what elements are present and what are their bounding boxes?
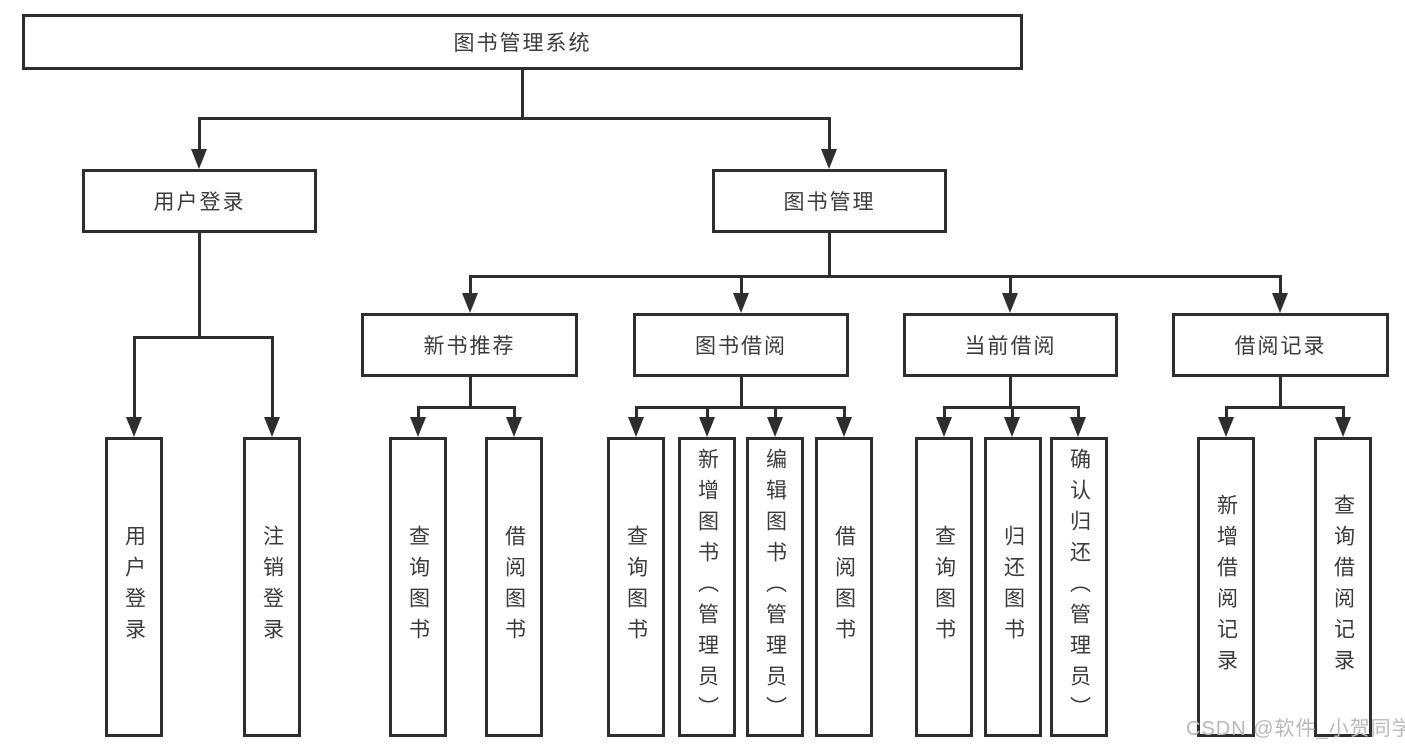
connector-stub-line (706, 406, 709, 419)
node-leaf-user-login: 用户登录 (105, 437, 163, 737)
connector-bar-line (133, 336, 274, 339)
connector-stub-line (740, 275, 743, 295)
connector-stub-line (198, 117, 201, 151)
arrow-down-icon (191, 149, 207, 169)
node-user-login: 用户登录 (82, 169, 317, 233)
connector-stub-line (133, 336, 136, 419)
node-cb-query-books: 查询图书 (915, 437, 973, 737)
connector-stub-line (1077, 406, 1080, 419)
node-bb-add-books: 新增图书（管理员） (678, 437, 736, 737)
arrow-down-icon (767, 417, 783, 437)
arrow-down-icon (1004, 417, 1020, 437)
arrow-down-icon (1218, 417, 1234, 437)
connector-stub-line (1225, 406, 1228, 419)
node-bb-borrow-books: 借阅图书 (815, 437, 873, 737)
connector-stem-line (828, 233, 831, 278)
node-borrowing-records: 借阅记录 (1172, 313, 1389, 377)
connector-stub-line (1342, 406, 1345, 419)
node-bb-edit-books: 编辑图书（管理员） (746, 437, 804, 737)
arrow-down-icon (836, 417, 852, 437)
arrow-down-icon (410, 417, 426, 437)
watermark: CSDN @软件_小贺同学 (1186, 718, 1405, 740)
connector-bar-line (469, 275, 1282, 278)
connector-stub-line (513, 406, 516, 419)
arrow-down-icon (1335, 417, 1351, 437)
connector-stem-line (521, 70, 524, 120)
arrow-down-icon (628, 417, 644, 437)
node-leaf-logout: 注销登录 (243, 437, 301, 737)
arrow-down-icon (264, 417, 280, 437)
connector-stub-line (843, 406, 846, 419)
node-book-management: 图书管理 (712, 169, 947, 233)
arrow-down-icon (1272, 293, 1288, 313)
arrow-down-icon (699, 417, 715, 437)
connector-stub-line (774, 406, 777, 419)
connector-bar-line (198, 117, 831, 120)
connector-stub-line (828, 117, 831, 151)
connector-stem-line (1279, 377, 1282, 409)
node-br-query-record: 查询借阅记录 (1314, 437, 1372, 737)
connector-stub-line (271, 336, 274, 419)
node-nb-query-books: 查询图书 (389, 437, 447, 737)
connector-stem-line (1009, 377, 1012, 409)
node-new-book-recommend: 新书推荐 (361, 313, 578, 377)
connector-stem-line (740, 377, 743, 409)
node-cb-confirm-return: 确认归还（管理员） (1050, 437, 1108, 737)
arrow-down-icon (462, 293, 478, 313)
arrow-down-icon (936, 417, 952, 437)
arrow-down-icon (821, 149, 837, 169)
node-cb-return-books: 归还图书 (984, 437, 1042, 737)
connector-stub-line (469, 275, 472, 295)
arrow-down-icon (1070, 417, 1086, 437)
node-bb-query-books: 查询图书 (607, 437, 665, 737)
connector-stub-line (1011, 406, 1014, 419)
node-current-borrowing: 当前借阅 (903, 313, 1118, 377)
connector-bar-line (417, 406, 516, 409)
connector-stem-line (469, 377, 472, 409)
arrow-down-icon (1002, 293, 1018, 313)
arrow-down-icon (126, 417, 142, 437)
arrow-down-icon (506, 417, 522, 437)
node-br-add-record: 新增借阅记录 (1197, 437, 1255, 737)
connector-stub-line (635, 406, 638, 419)
connector-stem-line (198, 233, 201, 339)
node-library-system: 图书管理系统 (22, 14, 1023, 70)
connector-bar-line (635, 406, 846, 409)
connector-stub-line (943, 406, 946, 419)
connector-bar-line (1225, 406, 1345, 409)
connector-stub-line (1279, 275, 1282, 295)
arrow-down-icon (733, 293, 749, 313)
connector-stub-line (417, 406, 420, 419)
node-nb-borrow-books: 借阅图书 (485, 437, 543, 737)
node-book-borrowing: 图书借阅 (633, 313, 849, 377)
connector-stub-line (1009, 275, 1012, 295)
